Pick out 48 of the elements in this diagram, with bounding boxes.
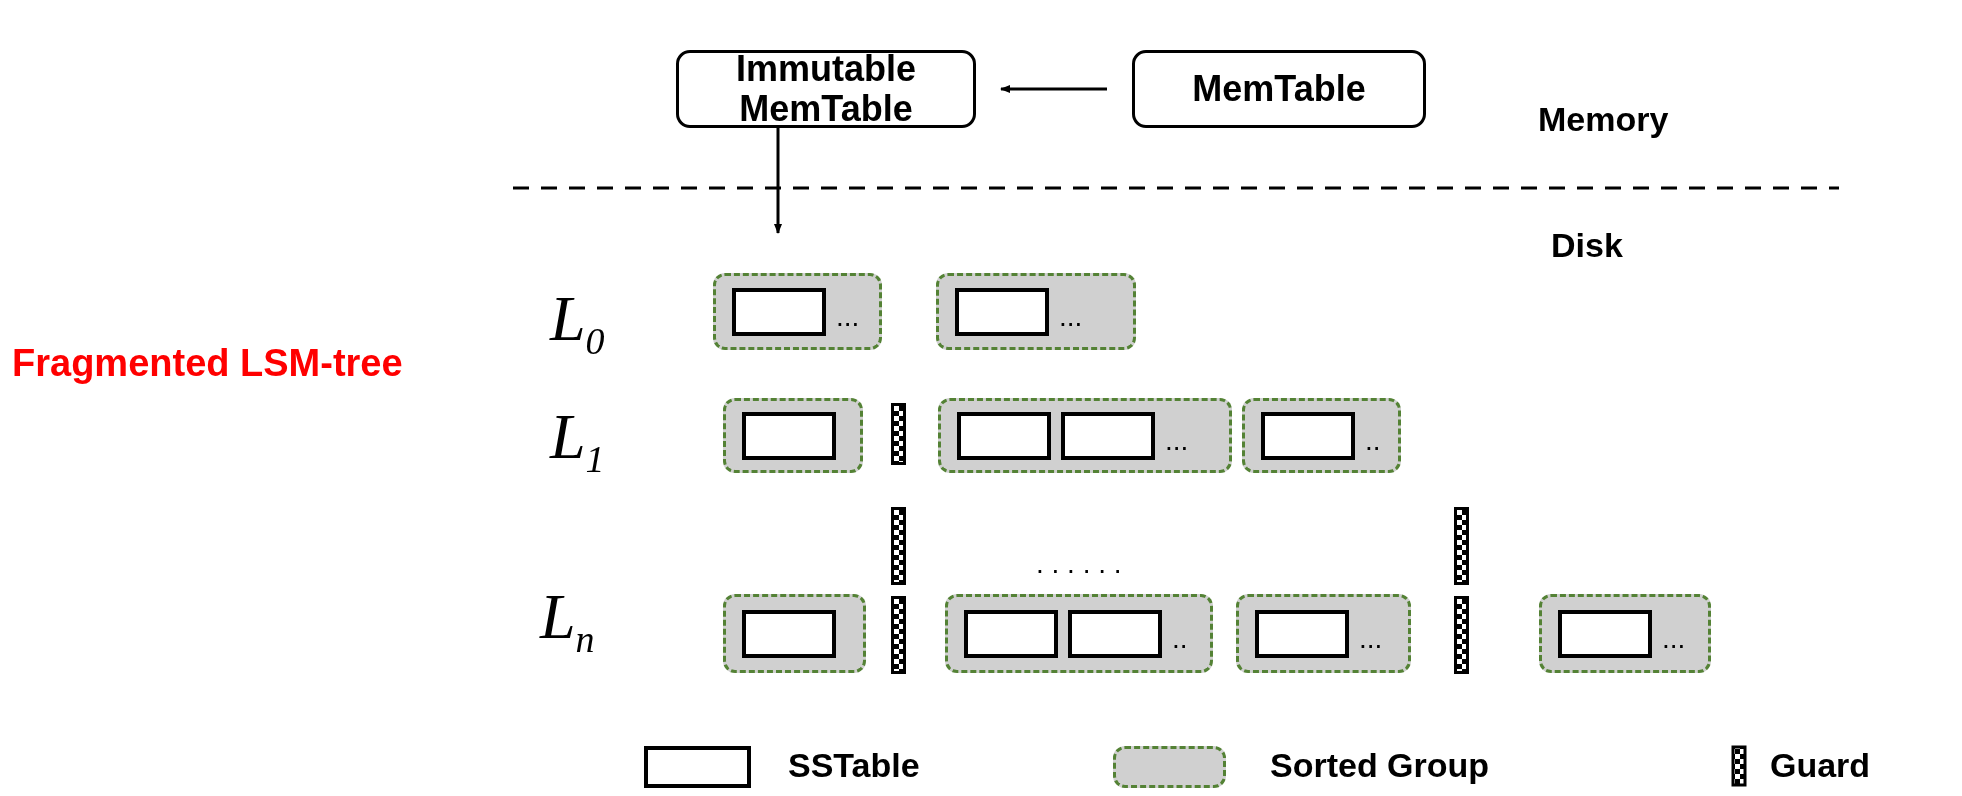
sstable-box <box>1061 411 1155 460</box>
sorted-group <box>713 273 882 350</box>
arrow <box>774 128 782 234</box>
guard-bar <box>1454 507 1469 585</box>
sorted-group <box>936 273 1136 350</box>
ellipsis: . . . . . . <box>1036 548 1122 580</box>
sstable-box <box>955 287 1049 336</box>
sorted-group <box>938 398 1232 473</box>
disk-label: Disk <box>1551 226 1623 265</box>
sstable-box <box>1261 411 1355 460</box>
ellipsis: ... <box>1359 623 1383 654</box>
ellipsis: ... <box>1059 301 1083 332</box>
sorted-group <box>1242 398 1401 473</box>
level-label: L$_{1}$ <box>550 400 605 481</box>
box-label: MemTable <box>1192 69 1366 109</box>
memory-label: Memory <box>1538 100 1669 139</box>
memtable-box <box>1132 50 1426 128</box>
level-label: L$_{0}$ <box>550 282 605 363</box>
sorted-group <box>1236 594 1411 673</box>
sorted-group <box>945 594 1213 673</box>
legend-label: Guard <box>1770 746 1871 785</box>
sstable-box <box>957 411 1051 460</box>
guard-bar <box>891 403 906 465</box>
sorted-group <box>723 398 863 473</box>
arrow <box>1000 85 1107 93</box>
sorted-group <box>1539 594 1711 673</box>
level-label: L$_{n}$ <box>540 580 595 661</box>
sstable-box <box>742 609 836 658</box>
ellipsis: ... <box>1165 425 1189 456</box>
sstable-box <box>1558 609 1652 658</box>
sstable-box <box>1255 609 1349 658</box>
sstable-box <box>732 287 826 336</box>
sorted-group <box>723 594 866 673</box>
ellipsis: ... <box>1662 623 1686 654</box>
memtable-box <box>676 50 976 128</box>
sstable-box <box>742 411 836 460</box>
box-label: Immutable MemTable <box>734 49 917 129</box>
ellipsis: .. <box>1365 425 1381 456</box>
figure-caption: Fragmented LSM-tree <box>12 341 404 386</box>
guard-bar <box>1454 596 1469 674</box>
sstable-box <box>1068 609 1162 658</box>
legend-label: Sorted Group <box>1270 746 1490 785</box>
legend-label: SSTable <box>788 746 920 785</box>
guard-bar <box>891 596 906 674</box>
ellipsis: .. <box>1172 623 1188 654</box>
guard-bar <box>891 507 906 585</box>
ellipsis: ... <box>836 301 860 332</box>
sstable-box <box>964 609 1058 658</box>
